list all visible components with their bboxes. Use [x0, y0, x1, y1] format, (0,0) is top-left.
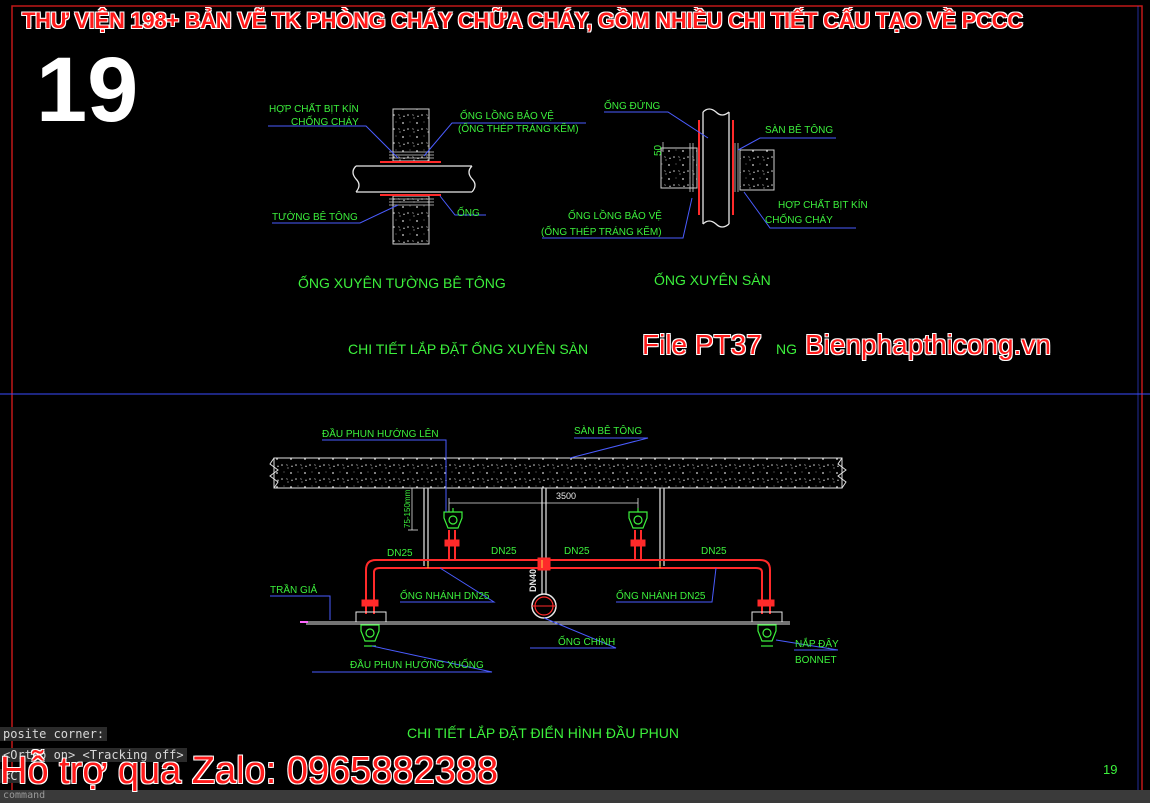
floor-penetration-detail: ỐNG ĐỨNG SÀN BÊ TÔNG 50 HỢP CHẤT BỊT KÍN… [541, 98, 868, 288]
watermark-file-code: File PT37 [642, 329, 762, 360]
wall-label-sealant-2: CHỐNG CHÁY [291, 114, 359, 128]
slab-right [739, 149, 775, 191]
upright-sprinkler-right [628, 508, 648, 529]
label-dn25-d: DN25 [701, 546, 727, 557]
pendent-sprinkler-right [757, 624, 777, 647]
wall-detail-title: ỐNG XUYÊN TƯỜNG BÊ TÔNG [298, 274, 506, 291]
wall-penetration-detail: HỢP CHẤT BỊT KÍN CHỐNG CHÁY ỐNG LỒNG BẢO… [268, 102, 586, 291]
command-history-line-2: <Ortho on> <Tracking off> [0, 748, 187, 762]
dim-spacing: 3500 [556, 491, 576, 501]
label-ceiling: TRẦN GIẢ [270, 583, 318, 596]
wall-label-sleeve-1: ỐNG LỒNG BẢO VỆ [460, 108, 554, 122]
wall-label-sealant-1: HỢP CHẤT BỊT KÍN [269, 102, 359, 115]
label-branch-right: ỐNG NHÁNH DN25 [616, 588, 706, 602]
label-bonnet-2: BONNET [795, 655, 837, 666]
slab-left [660, 147, 698, 189]
label-dn25-b: DN25 [491, 546, 517, 557]
wall-pipe [352, 165, 476, 193]
wall-label-concrete: TƯỜNG BÊ TÔNG [272, 210, 358, 223]
label-bonnet-1: NẮP ĐẬY [795, 637, 839, 650]
floor-label-slab: SÀN BÊ TÔNG [765, 123, 833, 136]
sprinkler-detail-title: CHI TIẾT LẮP ĐẶT ĐIỂN HÌNH ĐẦU PHUN [407, 724, 679, 741]
wall-label-sleeve-2: (ỐNG THÉP TRÁNG KẼM) [458, 121, 579, 135]
floor-label-sleeve-2: (ỐNG THÉP TRÁNG KẼM) [541, 224, 662, 238]
label-dn25-a: DN25 [387, 548, 413, 559]
label-branch-left: ỐNG NHÁNH DN25 [400, 588, 490, 602]
main-pipe-section [531, 593, 557, 619]
dim-drop: 75-150mm [403, 489, 412, 528]
wall-upper [392, 108, 430, 162]
section-title-penetration: CHI TIẾT LẮP ĐẶT ỐNG XUYÊN SÀN [348, 340, 588, 357]
section-title-penetration-tail: NG [776, 341, 797, 357]
main-dn-label: DN40 [528, 569, 538, 592]
sheet-big-number: 19 [36, 39, 139, 141]
floor-label-sealant-1: HỢP CHẤT BỊT KÍN [778, 198, 868, 211]
false-ceiling [306, 611, 790, 625]
command-input[interactable]: command [0, 790, 1150, 803]
sprinkler-detail: 3500 75-150mm [269, 424, 847, 741]
label-main-pipe: ỐNG CHÍNH [558, 634, 615, 648]
label-pendent: ĐẦU PHUN HƯỚNG XUỐNG [350, 657, 484, 671]
command-history-line-3: <C [0, 769, 21, 783]
label-dn25-c: DN25 [564, 546, 590, 557]
concrete-slab [273, 457, 843, 489]
floor-label-dim: 50 [653, 144, 664, 156]
banner-title: THƯ VIỆN 198+ BẢN VẼ TK PHÒNG CHÁY CHỮA … [22, 8, 1023, 33]
wall-lower [392, 195, 430, 245]
label-upright: ĐẦU PHUN HƯỚNG LÊN [322, 427, 439, 440]
pendent-sprinkler-left [360, 624, 380, 647]
wall-label-pipe: ỐNG [457, 205, 480, 219]
support-contact: Hỗ trợ qua Zalo: 0965882388 [0, 750, 499, 792]
upright-sprinkler-left [443, 508, 463, 529]
label-slab: SÀN BÊ TÔNG [574, 424, 642, 437]
watermark-site: Bienphapthicong.vn [805, 329, 1051, 360]
floor-riser-pipe [702, 108, 730, 228]
command-history-line-1: posite corner: [0, 727, 108, 741]
floor-label-riser: ỐNG ĐỨNG [604, 98, 661, 112]
floor-label-sleeve-1: ỐNG LỒNG BẢO VỆ [568, 208, 662, 222]
page-number: 19 [1103, 762, 1117, 777]
floor-label-sealant-2: CHỐNG CHÁY [765, 212, 833, 226]
floor-detail-title: ỐNG XUYÊN SÀN [654, 271, 771, 288]
